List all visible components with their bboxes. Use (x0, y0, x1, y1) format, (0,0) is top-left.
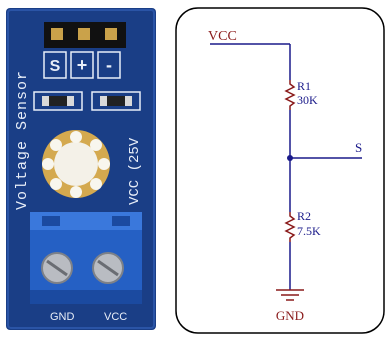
pin-s (51, 28, 63, 40)
r1-value: 30K (297, 93, 318, 107)
mounting-hole (42, 130, 110, 198)
pin-header (44, 22, 126, 48)
ground-symbol (276, 289, 304, 301)
r2-ref: R2 (297, 209, 311, 223)
r1-ref: R1 (297, 79, 311, 93)
r2-symbol (284, 212, 296, 242)
pin-plus (78, 28, 90, 40)
board-vcc-text: VCC (25V (127, 137, 143, 205)
board-title-text: Voltage Sensor (14, 70, 31, 210)
smd-resistor-2 (91, 91, 141, 111)
pin-minus (105, 28, 117, 40)
pin-label-minus: - (106, 55, 112, 75)
smd-resistor-1 (33, 91, 83, 111)
signal-label: S (355, 140, 362, 155)
pin-labels (43, 51, 121, 79)
schematic-frame (175, 7, 385, 334)
vcc-label: VCC (208, 29, 237, 44)
pin-label-plus: + (77, 55, 88, 75)
gnd-label: GND (276, 308, 304, 323)
terminal-label-gnd: GND (50, 311, 75, 323)
terminal-label-vcc: VCC (104, 311, 127, 323)
r1-symbol (284, 80, 296, 110)
pin-label-s: S (50, 58, 61, 75)
r2-value: 7.5K (297, 224, 321, 238)
screw-terminal-block (30, 212, 142, 304)
